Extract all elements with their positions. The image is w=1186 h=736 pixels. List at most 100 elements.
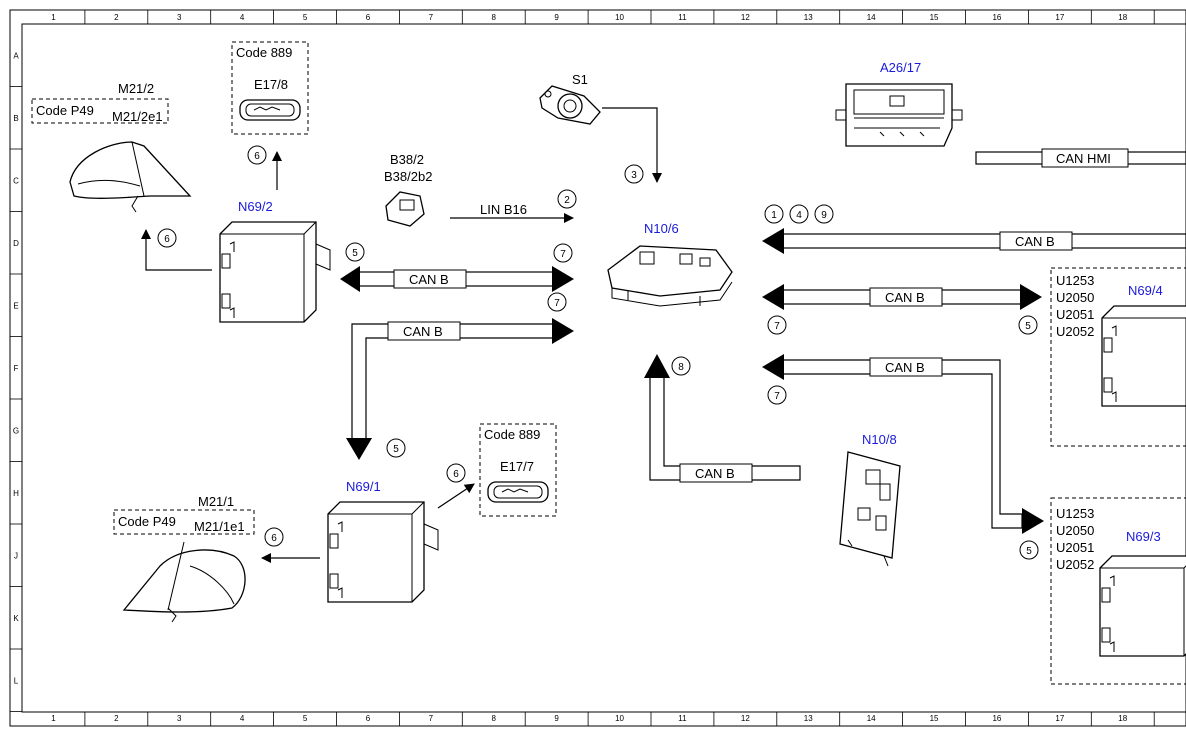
step-marker: 9 [814,204,834,224]
m21-2-group: M21/2 Code P49 M21/2e1 [31,81,192,213]
can-b-bus-n69-2: CAN B [340,266,574,292]
svg-text:7: 7 [554,298,560,309]
grid-column-label: 10 [615,714,624,723]
n69-4-fault-code: U1253 [1056,273,1094,288]
can-hmi-label: CAN HMI [1056,151,1111,166]
svg-text:7: 7 [774,391,780,402]
n69-4-fault-code: U2050 [1056,290,1094,305]
grid-column-label: 12 [741,714,750,723]
grid-column-label: 9 [554,13,559,22]
svg-text:6: 6 [254,151,260,162]
can-b-bus-main: CAN B [762,228,1186,254]
m21-2e1-label: M21/2e1 [112,109,163,124]
n69-3-fault-code: U2050 [1056,523,1094,538]
step-marker: 6 [157,228,177,248]
grid-column-label: 11 [678,714,687,723]
grid-column-label: 15 [930,714,939,723]
step-marker: 5 [1018,315,1038,335]
m21-1e1-label: M21/1e1 [194,519,245,534]
step-marker: 5 [345,242,365,262]
m21-1-group: M21/1 Code P49 M21/1e1 [113,494,255,623]
lin-b16-label: LIN B16 [480,202,527,217]
e17-8-group: Code 889 E17/8 [231,41,309,135]
n10-8-label: N10/8 [862,432,897,447]
a26-17-label: A26/17 [880,60,921,75]
step-marker: 5 [386,438,406,458]
grid-row-label: D [13,239,19,248]
step-marker: 7 [767,315,787,335]
n69-1-label: N69/1 [346,479,381,494]
can-b-label: CAN B [885,360,925,375]
can-b-bus-n69-1: CAN B [346,318,574,460]
step-marker: 3 [624,164,644,184]
n69-4-fault-code: U2051 [1056,307,1094,322]
grid-row-label: J [14,551,18,560]
grid-row-label: H [13,489,19,498]
grid-column-label: 13 [804,714,813,723]
grid-column-label: 14 [867,714,876,723]
grid-row-label: K [13,614,19,623]
svg-text:6: 6 [164,234,170,245]
grid-column-label: 3 [177,13,182,22]
grid-column-label: 7 [429,714,434,723]
step-markers: 3 2 1 4 9 5 7 7 6 6 7 5 8 7 5 6 6 5 [157,145,1039,560]
svg-text:6: 6 [271,533,277,544]
n69-3-group: U1253 U2050 U2051 U2052 N69/3 [1050,497,1186,685]
e17-8-label: E17/8 [254,77,288,92]
m21-2-label: M21/2 [118,81,154,96]
can-b-bus-n10-8: CAN B [644,354,801,483]
svg-text:4: 4 [796,210,802,221]
n69-3-fault-code: U1253 [1056,506,1094,521]
svg-text:5: 5 [393,444,399,455]
svg-text:5: 5 [1025,321,1031,332]
svg-text:5: 5 [1026,546,1032,557]
grid-column-label: 12 [741,13,750,22]
m21-1-label: M21/1 [198,494,234,509]
step-marker: 7 [767,385,787,405]
grid-column-label: 15 [930,13,939,22]
grid-row-label: F [14,364,19,373]
svg-text:8: 8 [678,362,684,373]
n69-4-group: U1253 U2050 U2051 U2052 N69/4 [1050,267,1186,447]
grid-column-label: 17 [1055,714,1064,723]
b38-2-component: B38/2 B38/2b2 [384,152,432,227]
step-marker: 6 [264,527,284,547]
grid-column-label: 2 [114,13,119,22]
grid-row-label: C [13,176,19,185]
step-marker: 4 [789,204,809,224]
n69-4-fault-code: U2052 [1056,324,1094,339]
b38-2-label: B38/2 [390,152,424,167]
grid-column-label: 1 [51,714,56,723]
grid-row-label: G [13,426,19,435]
e17-7-label: E17/7 [500,459,534,474]
lin-b16-line: LIN B16 [450,202,574,223]
n10-8-component: N10/8 [839,432,901,567]
grid-column-label: 4 [240,13,245,22]
grid-row-label: E [13,301,18,310]
signal-arrows [141,107,662,563]
code-889-label: Code 889 [236,45,292,60]
grid-column-label: 18 [1118,13,1127,22]
grid-column-label: 17 [1055,13,1064,22]
step-marker: 2 [557,189,577,209]
can-hmi-bus: CAN HMI [975,148,1186,168]
svg-text:1: 1 [771,210,777,221]
can-b-label: CAN B [1015,234,1055,249]
grid-row-label: A [13,51,19,60]
svg-text:6: 6 [453,469,459,480]
a26-17-component: A26/17 [835,60,963,147]
svg-text:2: 2 [564,195,570,206]
s1-component: S1 [539,72,601,125]
grid-column-label: 9 [554,714,559,723]
step-marker: 7 [547,292,567,312]
can-b-label: CAN B [409,272,449,287]
grid-column-label: 11 [678,13,687,22]
n69-3-fault-code: U2052 [1056,557,1094,572]
code-889-label: Code 889 [484,427,540,442]
grid-frame [9,9,1186,727]
grid-column-label: 18 [1118,714,1127,723]
grid-column-label: 10 [615,13,624,22]
grid-column-label: 6 [366,714,371,723]
grid-column-label: 2 [114,714,119,723]
